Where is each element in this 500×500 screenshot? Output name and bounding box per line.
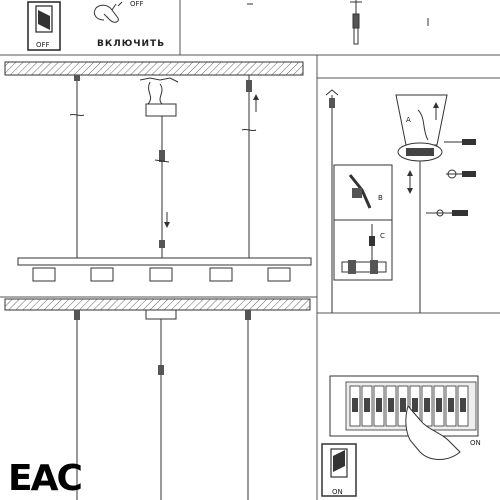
breaker-panel: ON ON <box>321 375 481 497</box>
canopy <box>145 103 177 117</box>
callout-c: C <box>380 232 385 240</box>
light-head <box>267 267 291 282</box>
hand-press-icon <box>405 404 461 460</box>
lamp-bar <box>17 257 312 266</box>
turn-on-caption: ВКЛЮЧИТЬ <box>97 39 165 49</box>
ceiling <box>4 298 311 311</box>
off-label: OFF <box>36 41 50 49</box>
screwdriver-icon <box>426 209 468 217</box>
screwdriver-icon <box>444 139 476 145</box>
canopy-cover <box>395 94 448 146</box>
wiring-detail: A B C <box>325 89 476 313</box>
screwdriver-icon <box>446 169 476 179</box>
light-head <box>149 267 173 282</box>
callout-b: B <box>378 194 383 202</box>
rocker-switch-icon <box>27 1 61 51</box>
ceiling <box>4 61 304 76</box>
hand-press-icon <box>93 1 123 23</box>
mounted-lamp-diagram: EAC <box>4 298 311 500</box>
light-head <box>90 267 114 282</box>
off-hand-label: OFF <box>130 0 144 8</box>
lamp-suspension-diagram <box>4 61 312 282</box>
light-head <box>32 267 56 282</box>
eac-mark: EAC <box>8 458 81 499</box>
off-switch-panel: OFF OFF ВКЛЮЧИТЬ <box>27 0 165 51</box>
callout-a: A <box>406 116 411 124</box>
light-head <box>209 267 233 282</box>
canopy <box>145 309 177 320</box>
top-connector-fragment <box>247 0 429 45</box>
on-switch-label: ON <box>332 488 343 496</box>
on-hand-label: ON <box>470 439 481 447</box>
